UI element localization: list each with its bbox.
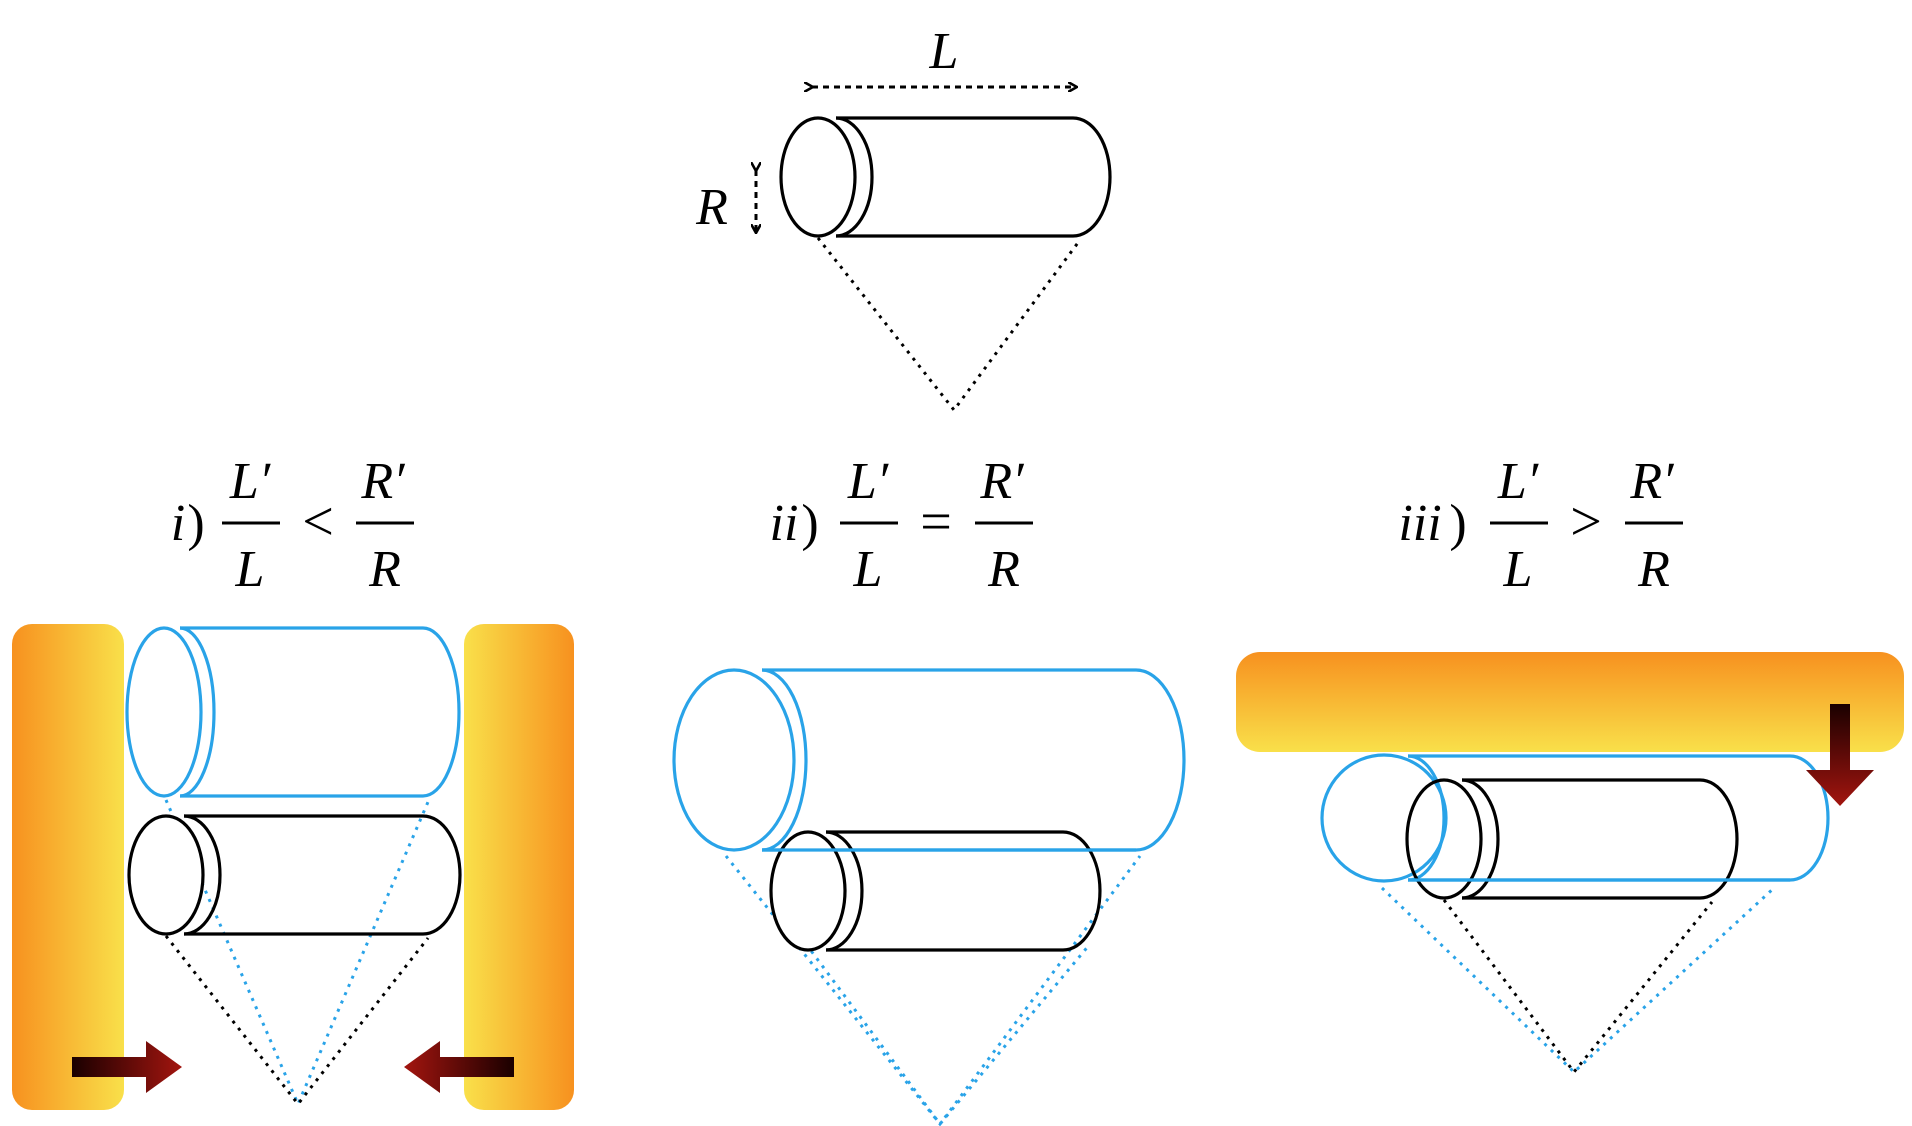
deformed-cylinder [125, 626, 461, 798]
cylinder-rim [835, 116, 874, 238]
length-label: L [929, 23, 959, 80]
case-paren: ) [1449, 495, 1466, 552]
cylinder-rim [1461, 778, 1500, 900]
cylinder-rim [825, 830, 864, 952]
fraction-right-numerator: R′ [1629, 453, 1675, 510]
case-label-i: i ) L′ L < R′ R [171, 453, 414, 598]
cylinder-body [1462, 778, 1739, 900]
case-paren: ) [187, 495, 204, 552]
cylinder-body [836, 116, 1112, 238]
cylinder-body [826, 830, 1102, 952]
fraction-right-numerator: R′ [979, 453, 1025, 510]
top-compression-plate [1236, 652, 1904, 752]
case-ii-panel [672, 668, 1186, 1126]
cylinder-rim [179, 626, 216, 798]
deformed-cylinder [672, 668, 1186, 852]
fraction-right-denominator: R [987, 541, 1020, 598]
push-right-arrow [72, 1041, 182, 1093]
original-cylinder [769, 830, 1102, 952]
fraction-left-numerator: L′ [1497, 453, 1540, 510]
fraction-left-denominator: L [235, 541, 265, 598]
original-cylinder [1405, 778, 1739, 900]
original-viewing-cone [1442, 899, 1714, 1075]
original-viewing-cone [164, 935, 430, 1107]
fraction-right-denominator: R [1637, 541, 1670, 598]
cylinder-front-face [672, 668, 796, 852]
cylinder-body [180, 626, 461, 798]
push-left-arrow [404, 1041, 514, 1093]
deformed-viewing-cone [1380, 886, 1776, 1075]
relation-symbol: < [302, 491, 334, 553]
case-label-ii: ii ) L′ L = R′ R [770, 453, 1033, 598]
case-roman: ii [770, 495, 799, 552]
cylinder-front-face [1405, 778, 1483, 900]
cylinder-body [762, 668, 1186, 852]
deformed-viewing-cone [164, 799, 430, 1108]
deformed-cylinder [1320, 753, 1830, 883]
cylinder-front-face [769, 830, 847, 952]
original-viewing-cone [804, 943, 1092, 1126]
cylinder-front-face [127, 814, 205, 936]
reference-cylinder-group: L R [695, 23, 1112, 413]
cylinder-rim [1407, 754, 1446, 882]
reference-cylinder [779, 116, 1112, 238]
case-roman: i [171, 495, 185, 552]
relation-symbol: = [920, 491, 952, 553]
case-roman: iii [1398, 495, 1441, 552]
cylinder-body [184, 814, 462, 936]
cylinder-rim [183, 814, 222, 936]
right-compression-plate [464, 624, 574, 1110]
original-cylinder [127, 814, 462, 936]
case-label-iii: iii ) L′ L > R′ R [1398, 453, 1683, 598]
relation-symbol: > [1570, 491, 1602, 553]
cylinder-front-face [125, 626, 203, 798]
left-compression-plate [12, 624, 124, 1110]
cylinder-rim [761, 668, 808, 852]
fraction-right-denominator: R [368, 541, 401, 598]
cylinder-body [1408, 754, 1830, 882]
fraction-left-numerator: L′ [229, 453, 272, 510]
radius-label: R [695, 179, 728, 236]
fraction-right-numerator: R′ [360, 453, 406, 510]
cylinder-front-face [779, 116, 857, 238]
deformed-viewing-cone [724, 855, 1142, 1126]
case-paren: ) [801, 495, 818, 552]
fraction-left-denominator: L [1503, 541, 1533, 598]
cylinder-front-face [1320, 753, 1448, 883]
fraction-left-numerator: L′ [847, 453, 890, 510]
case-iii-panel [1236, 652, 1904, 1075]
case-i-panel [12, 624, 574, 1110]
viewing-cone-lines [816, 237, 1082, 413]
fraction-left-denominator: L [853, 541, 883, 598]
push-down-arrow [1806, 704, 1874, 806]
